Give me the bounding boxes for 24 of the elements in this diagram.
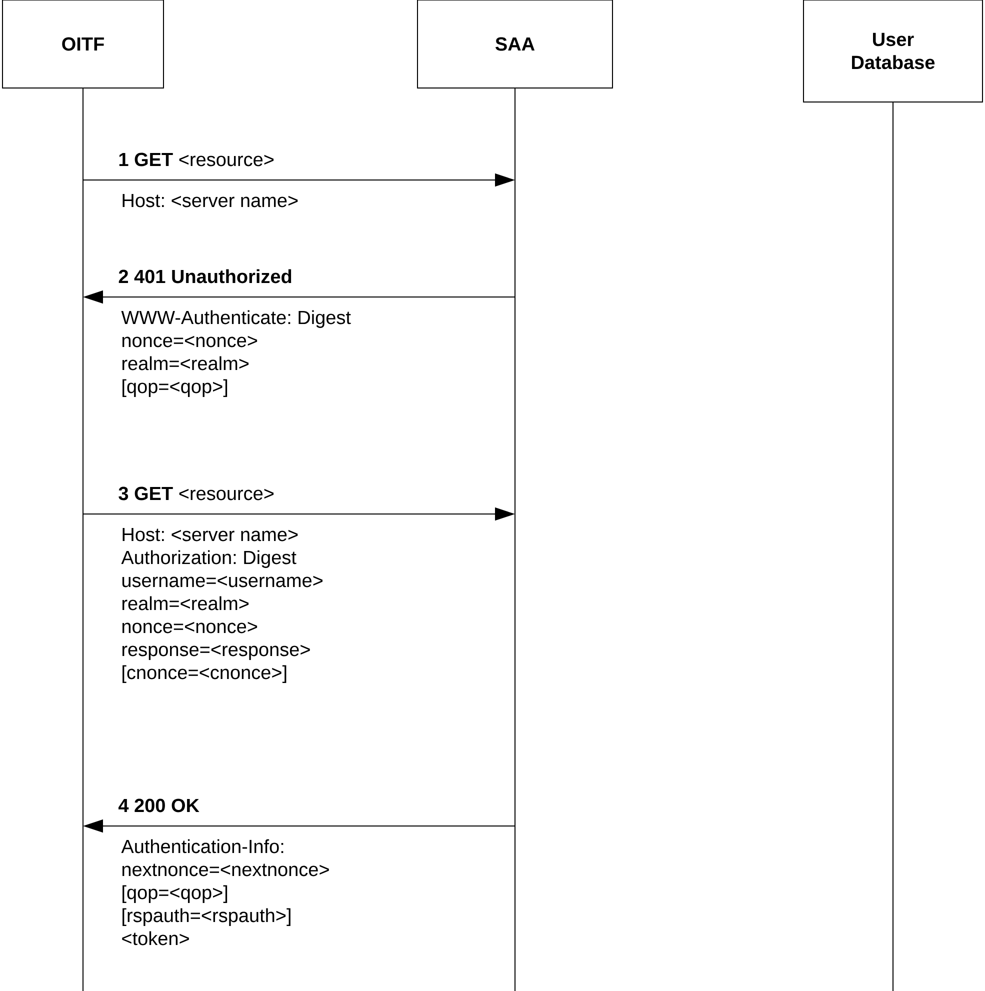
message-label: 2 401 Unauthorized bbox=[118, 269, 292, 284]
message-label: 3 GET <resource> bbox=[118, 486, 274, 500]
message-text: Authentication-Info: bbox=[121, 839, 284, 854]
message-text: realm=<realm> bbox=[122, 356, 249, 370]
message-text: nonce=<nonce> bbox=[122, 336, 258, 348]
message-text: [cnonce=<cnonce>] bbox=[122, 665, 286, 683]
message-text: response=<response> bbox=[122, 644, 310, 660]
message-text: Host: <server name> bbox=[122, 194, 298, 208]
participant-box: OITF bbox=[2, 0, 164, 88]
participant-box: SAA bbox=[417, 0, 613, 88]
message-text: [qop=<qop>] bbox=[122, 885, 228, 903]
message-text: Authorization: Digest bbox=[121, 550, 296, 568]
message-label: 4 200 OK bbox=[118, 798, 200, 812]
message-text: [qop=<qop>] bbox=[122, 379, 228, 397]
message-label: 1 GET <resource> bbox=[119, 152, 274, 166]
message-text: WWW-Authenticate: Digest bbox=[121, 310, 351, 328]
message-text: nextnonce=<nextnonce> bbox=[122, 864, 329, 876]
message-text: username=<username> bbox=[122, 576, 322, 588]
participant-box: User Database bbox=[803, 0, 983, 102]
message-text: <token> bbox=[122, 931, 189, 946]
message-text: realm=<realm> bbox=[122, 596, 249, 610]
message-text: [rspauth=<rspauth>] bbox=[122, 908, 290, 926]
message-text: Host: <server name> bbox=[122, 528, 298, 542]
message-text: nonce=<nonce> bbox=[122, 622, 258, 634]
